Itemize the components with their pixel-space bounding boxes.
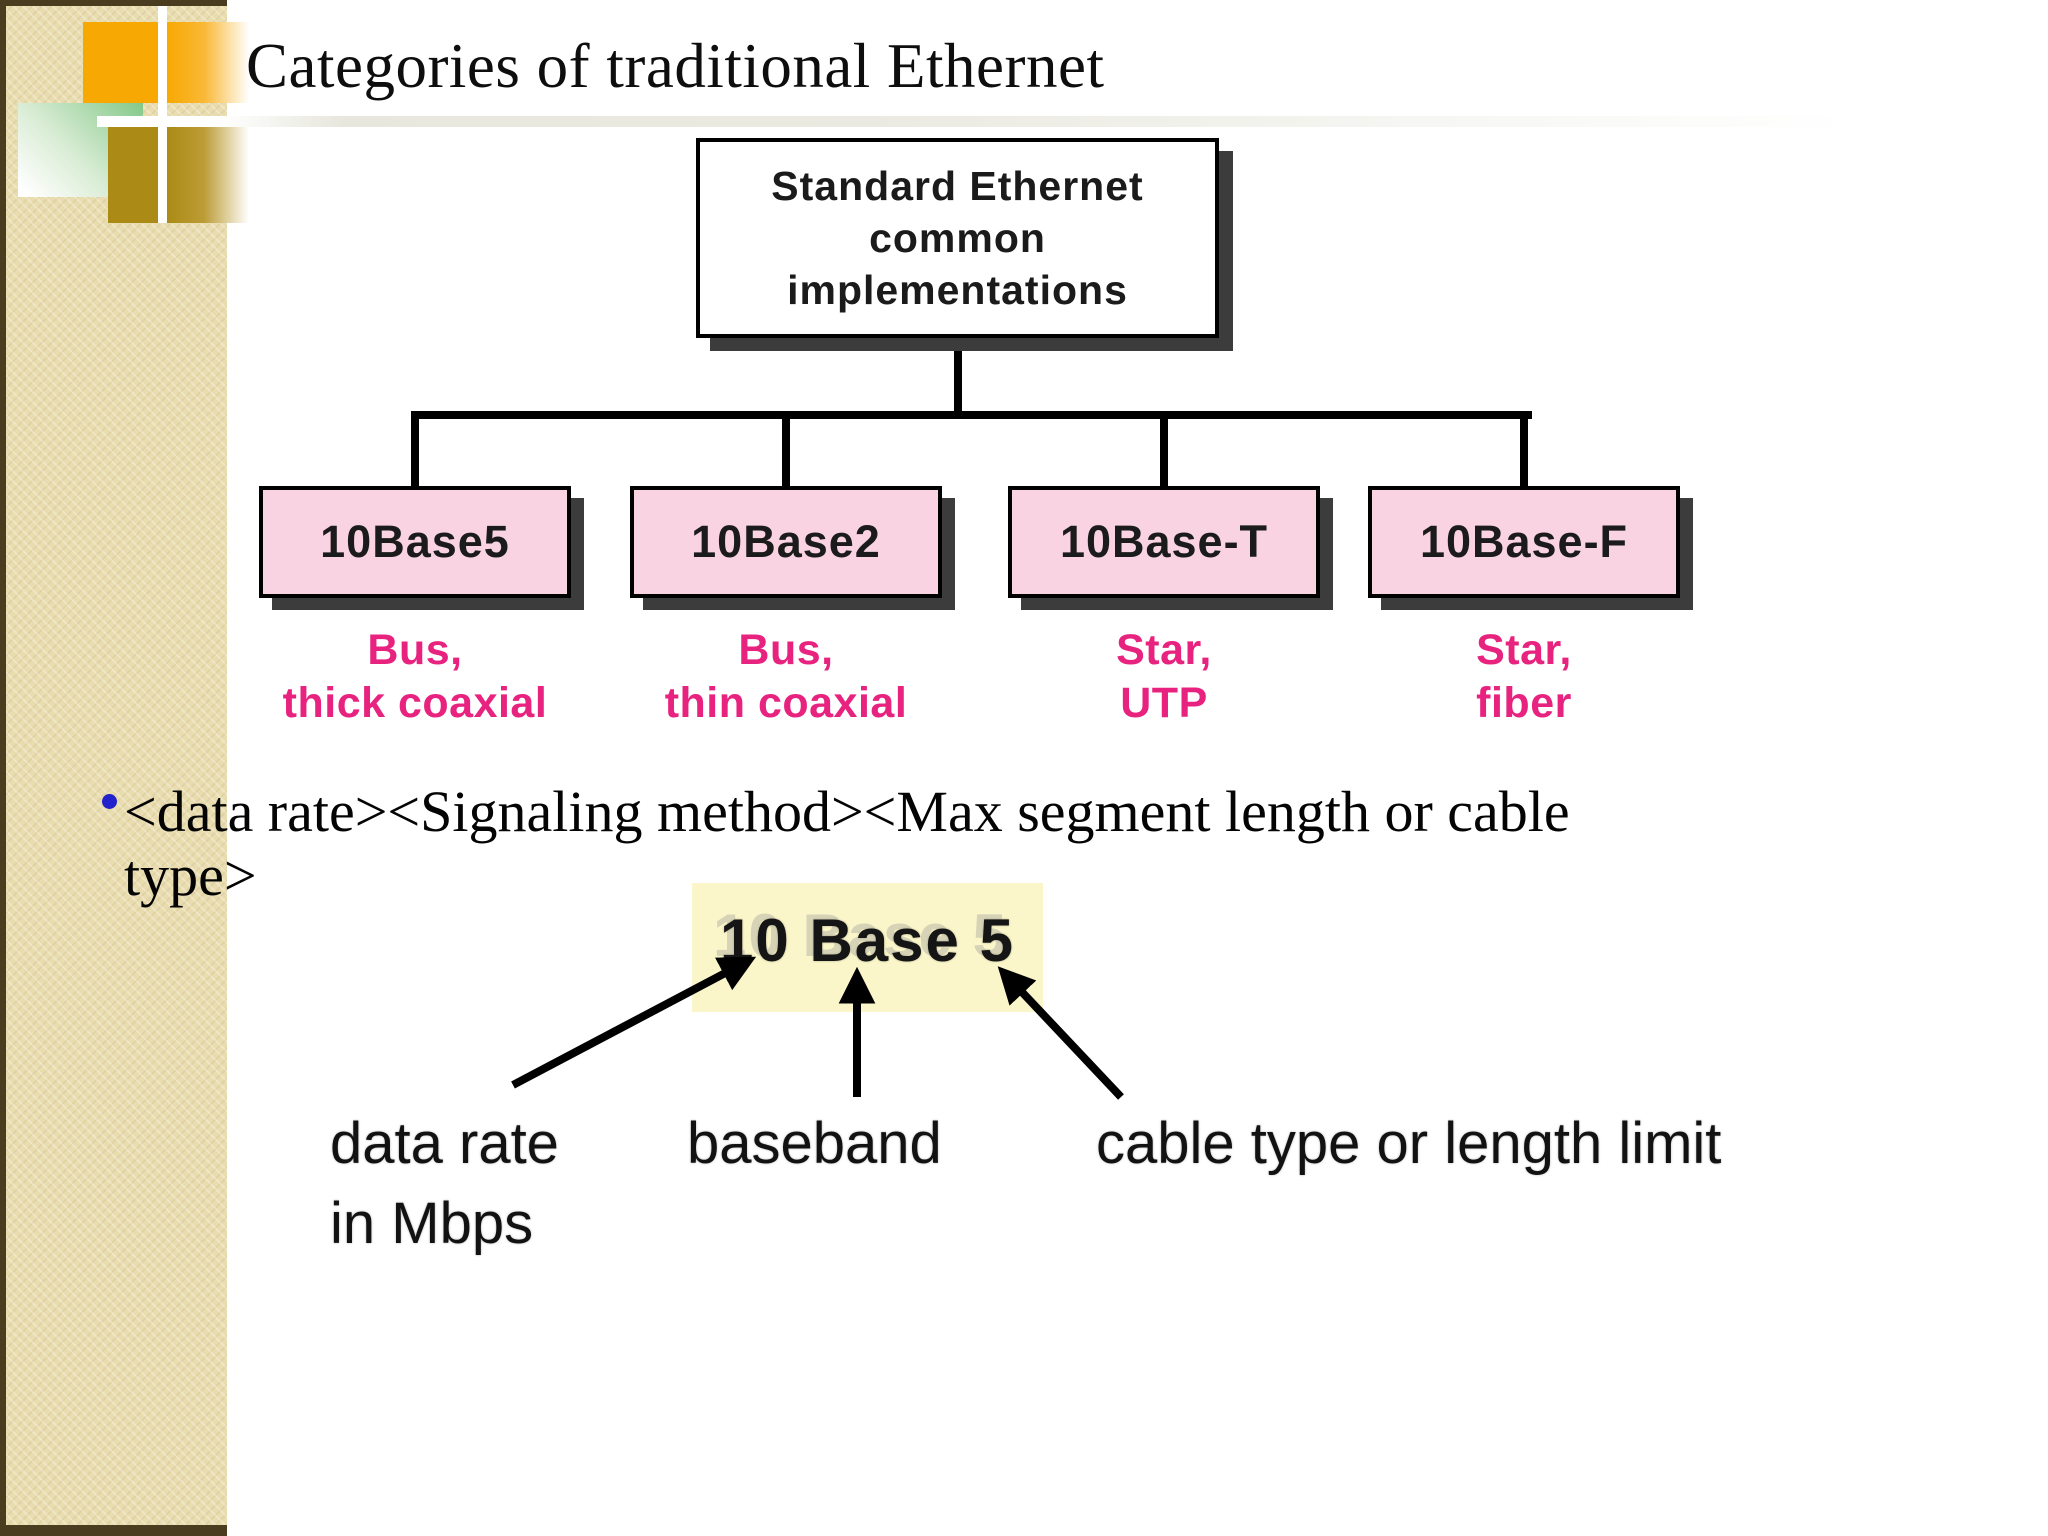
node-label: 10Base2 bbox=[691, 516, 881, 567]
medium-line: thick coaxial bbox=[282, 679, 548, 727]
naming-example-highlight: 10 Base 5 bbox=[692, 883, 1043, 1012]
bullet-marker bbox=[102, 794, 117, 809]
arrow-cable-type bbox=[997, 966, 1124, 1100]
root-label-line3: implementations bbox=[787, 267, 1128, 313]
annotation-baseband-text: baseband bbox=[687, 1111, 942, 1176]
node-label: 10Base-T bbox=[1059, 516, 1269, 567]
page-title: Categories of traditional Ethernet bbox=[246, 31, 1105, 101]
root-label-line2: common bbox=[869, 215, 1046, 261]
tree-drop-line-10base2 bbox=[782, 411, 790, 490]
deco-vertical-white-bar bbox=[158, 6, 167, 223]
medium-line: thin coaxial bbox=[664, 679, 908, 727]
topology-line: Bus, bbox=[738, 626, 834, 674]
sidebar-texture-strip bbox=[0, 0, 227, 1536]
deco-orange-square bbox=[83, 22, 158, 103]
topology-label-10base-t: Star, UTP bbox=[994, 624, 1334, 730]
tree-horizontal-connector bbox=[411, 411, 1532, 419]
tree-node-10base5: 10Base5 bbox=[259, 486, 571, 598]
tree-node-10base2: 10Base2 bbox=[630, 486, 942, 598]
topology-label-10base-f: Star, fiber bbox=[1354, 624, 1694, 730]
topology-label-10base2: Bus, thin coaxial bbox=[616, 624, 956, 730]
tree-node-10base-f: 10Base-F bbox=[1368, 486, 1680, 598]
root-label-line1: Standard Ethernet bbox=[771, 163, 1144, 209]
title-underline-bar bbox=[97, 116, 1847, 127]
tree-drop-line-10base5 bbox=[411, 411, 419, 490]
arrow-data-rate bbox=[511, 956, 757, 1089]
topology-line: Star, bbox=[1116, 626, 1212, 674]
deco-orange-fade-square bbox=[167, 22, 249, 103]
annotation-data-rate-line1: data rate bbox=[330, 1111, 559, 1176]
topology-label-10base5: Bus, thick coaxial bbox=[245, 624, 585, 730]
topology-line: Bus, bbox=[367, 626, 463, 674]
tree-root-label: Standard Ethernet common implementations bbox=[771, 160, 1143, 316]
medium-line: fiber bbox=[1476, 679, 1572, 727]
tree-root-box: Standard Ethernet common implementations bbox=[696, 138, 1219, 338]
annotation-cable-type: cable type or length limit bbox=[1096, 1104, 1721, 1184]
node-label: 10Base-F bbox=[1419, 516, 1629, 567]
tree-drop-line-10base-f bbox=[1520, 411, 1528, 490]
tree-root-connector bbox=[954, 336, 962, 414]
tree-drop-line-10base-t bbox=[1160, 411, 1168, 490]
tree-node-10base-t: 10Base-T bbox=[1008, 486, 1320, 598]
deco-gold-square bbox=[108, 127, 158, 223]
naming-convention-text: <data rate><Signaling method><Max segmen… bbox=[124, 780, 1624, 908]
annotation-arrows bbox=[511, 956, 1124, 1100]
medium-line: UTP bbox=[1120, 679, 1208, 727]
naming-convention-line2: type> bbox=[124, 843, 257, 908]
annotation-data-rate: data rate in Mbps bbox=[330, 1104, 559, 1264]
deco-gold-fade-square bbox=[167, 127, 249, 223]
node-label: 10Base5 bbox=[320, 516, 510, 567]
naming-convention-line1: <data rate><Signaling method><Max segmen… bbox=[124, 779, 1570, 844]
annotation-baseband: baseband bbox=[687, 1104, 942, 1184]
topology-line: Star, bbox=[1476, 626, 1572, 674]
annotation-data-rate-line2: in Mbps bbox=[330, 1191, 534, 1256]
naming-example-text: 10 Base 5 bbox=[720, 907, 1015, 974]
annotation-cable-type-text: cable type or length limit bbox=[1096, 1111, 1722, 1176]
